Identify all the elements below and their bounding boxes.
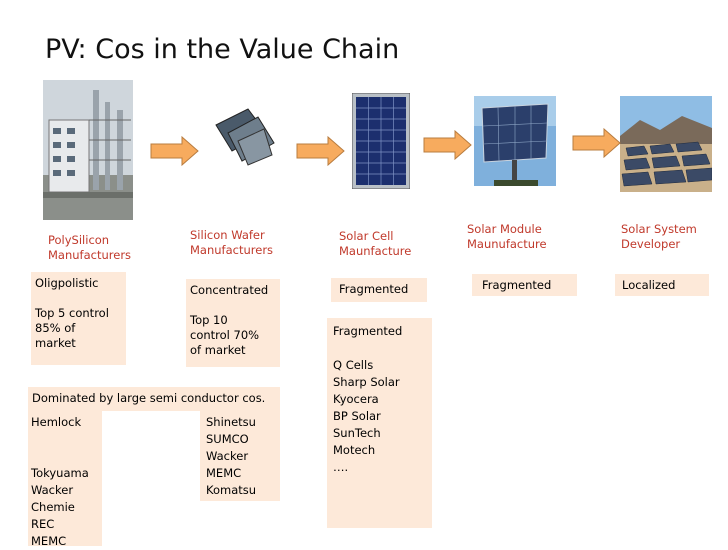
list-item: Hemlock <box>31 415 82 429</box>
list-item <box>31 431 89 448</box>
list-item: …. <box>333 460 349 474</box>
cell-makers-box <box>327 318 432 528</box>
stage-box-polysilicon: Oligpolistic Top 5 control 85% of market <box>31 272 126 365</box>
list-item <box>31 448 89 465</box>
list-item: REC <box>31 517 55 531</box>
factory-image <box>43 80 133 220</box>
list-item: SUMCO <box>206 432 249 446</box>
stage-box-silicon-wafer: Concentrated Top 10 control 70% of marke… <box>186 279 280 367</box>
stage-label-solar-cell: Solar Cell Maunfacture <box>339 229 412 258</box>
solar-farm-image <box>620 96 712 192</box>
list-item: MEMC <box>31 534 67 548</box>
arrow-right-icon <box>572 128 621 158</box>
list-item: Chemie <box>31 500 75 514</box>
stage-label-solar-module: Solar Module Maunufacture <box>467 222 547 251</box>
wafer-company-list: Shinetsu SUMCO Wacker MEMC Komatsu <box>206 414 256 499</box>
semiconductor-right-box <box>200 411 280 501</box>
stage-box-solar-system: Localized <box>615 274 709 296</box>
semiconductor-list-box <box>28 411 102 546</box>
polysilicon-company-list: Hemlock Tokyuama Wacker Chemie REC MEMC <box>31 414 89 550</box>
stage-label-solar-system: Solar System Developer <box>621 222 697 251</box>
list-item: SunTech <box>333 426 381 440</box>
stage-box-solar-module: Fragmented <box>472 274 577 296</box>
list-item: Shinetsu <box>206 415 256 429</box>
arrow-right-icon <box>423 130 472 160</box>
list-spacer <box>333 340 402 357</box>
stage-label-polysilicon: PolySilicon Manufacturers <box>48 233 132 262</box>
stage-box-solar-cell: Fragmented <box>331 278 427 302</box>
list-item: Kyocera <box>333 392 379 406</box>
stage-label-silicon-wafer: Silicon Wafer Manufacturers <box>190 228 274 257</box>
solar-cell-image <box>352 93 410 189</box>
list-item: BP Solar <box>333 409 381 423</box>
list-item: Q Cells <box>333 358 374 372</box>
semiconductor-header: Dominated by large semi conductor cos. <box>28 387 280 411</box>
cell-makers-list: Fragmented Q Cells Sharp Solar Kyocera B… <box>333 323 402 476</box>
list-item: Tokyuama <box>31 466 89 480</box>
arrow-right-icon <box>150 136 199 166</box>
solar-module-image <box>474 96 556 186</box>
arrow-right-icon <box>296 136 345 166</box>
list-item: Sharp Solar <box>333 375 400 389</box>
list-item: Motech <box>333 443 376 457</box>
list-item: Wacker <box>206 449 249 463</box>
list-item: Wacker <box>31 483 74 497</box>
page-title: PV: Cos in the Value Chain <box>45 34 400 65</box>
wafer-image <box>215 108 275 166</box>
cell-makers-heading: Fragmented <box>333 324 403 338</box>
list-item: MEMC <box>206 466 242 480</box>
list-item: Komatsu <box>206 483 257 497</box>
